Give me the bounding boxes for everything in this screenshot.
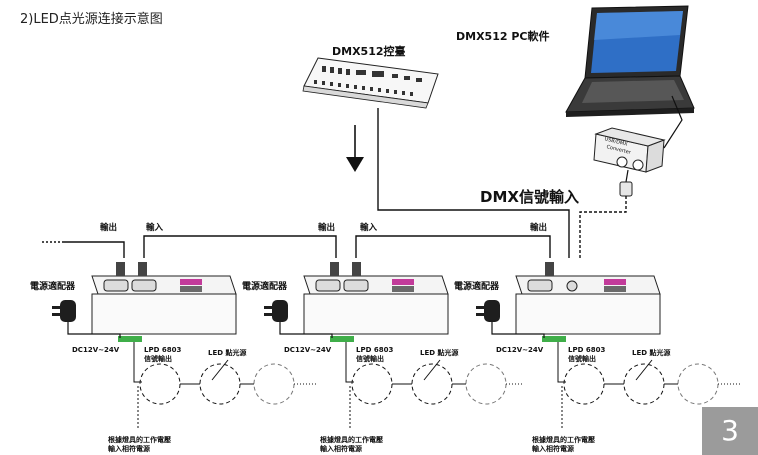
signal-out-label-2: 信號輸出	[356, 355, 384, 363]
led-string-2	[345, 342, 524, 428]
led-string-3	[557, 342, 740, 428]
led-point-label-2: LED 點光源	[420, 349, 459, 357]
console-label: DMX512控臺	[332, 45, 406, 58]
in-label-2: 輸入	[360, 223, 378, 233]
voltage-note-3: 根據燈具的工作電壓 輸入相符電源	[532, 436, 595, 454]
led-point-label-3: LED 點光源	[632, 349, 671, 357]
lpd-chip-label-2: LPD 6803	[356, 346, 394, 354]
voltage-note-2: 根據燈具的工作電壓 輸入相符電源	[320, 436, 383, 454]
controller-box-1	[91, 262, 237, 342]
dc-voltage-label-3: DC12V~24V	[496, 346, 544, 354]
controller-box-3	[515, 262, 661, 342]
in-label-1: 輸入	[146, 223, 164, 233]
dc-voltage-label-2: DC12V~24V	[284, 346, 332, 354]
out-label-2: 輸出	[318, 223, 336, 233]
voltage-note-3-line1: 根據燈具的工作電壓	[532, 436, 595, 444]
voltage-note-1-line1: 根據燈具的工作電壓	[108, 436, 171, 444]
lpd-chip-label-3: LPD 6803	[568, 346, 606, 354]
led-string-1	[133, 342, 318, 428]
lpd-chip-label-1: LPD 6803	[144, 346, 182, 354]
diagram-heading: 2)LED点光源连接示意图	[20, 12, 163, 27]
power-adapter-label-3: 電源適配器	[454, 282, 500, 292]
dmx-console-icon	[302, 57, 439, 109]
voltage-note-1: 根據燈具的工作電壓 輸入相符電源	[108, 436, 171, 454]
converter-icon	[593, 127, 666, 173]
voltage-note-3-line2: 輸入相符電源	[532, 445, 574, 453]
power-adapter-label-2: 電源適配器	[242, 282, 288, 292]
dmx-input-label: DMX信號輸入	[480, 188, 579, 206]
signal-out-label-3: 信號輸出	[568, 355, 596, 363]
power-adapter-icon-2	[264, 300, 333, 338]
power-adapter-icon-1	[52, 300, 121, 338]
out-label-1: 輸出	[100, 223, 118, 233]
power-adapter-icon-3	[476, 300, 545, 338]
voltage-note-1-line2: 輸入相符電源	[108, 445, 150, 453]
down-arrow-icon	[346, 125, 364, 172]
signal-out-label-1: 信號輸出	[144, 355, 172, 363]
pc-software-label: DMX512 PC軟件	[456, 30, 550, 43]
page-number: 3	[702, 407, 758, 455]
laptop-icon	[565, 5, 695, 117]
voltage-note-2-line2: 輸入相符電源	[320, 445, 362, 453]
voltage-note-2-line1: 根據燈具的工作電壓	[320, 436, 383, 444]
power-adapter-label-1: 電源適配器	[30, 282, 76, 292]
dc-voltage-label-1: DC12V~24V	[72, 346, 120, 354]
out-label-3: 輸出	[530, 223, 548, 233]
led-point-label-1: LED 點光源	[208, 349, 247, 357]
controller-box-2	[303, 262, 449, 342]
